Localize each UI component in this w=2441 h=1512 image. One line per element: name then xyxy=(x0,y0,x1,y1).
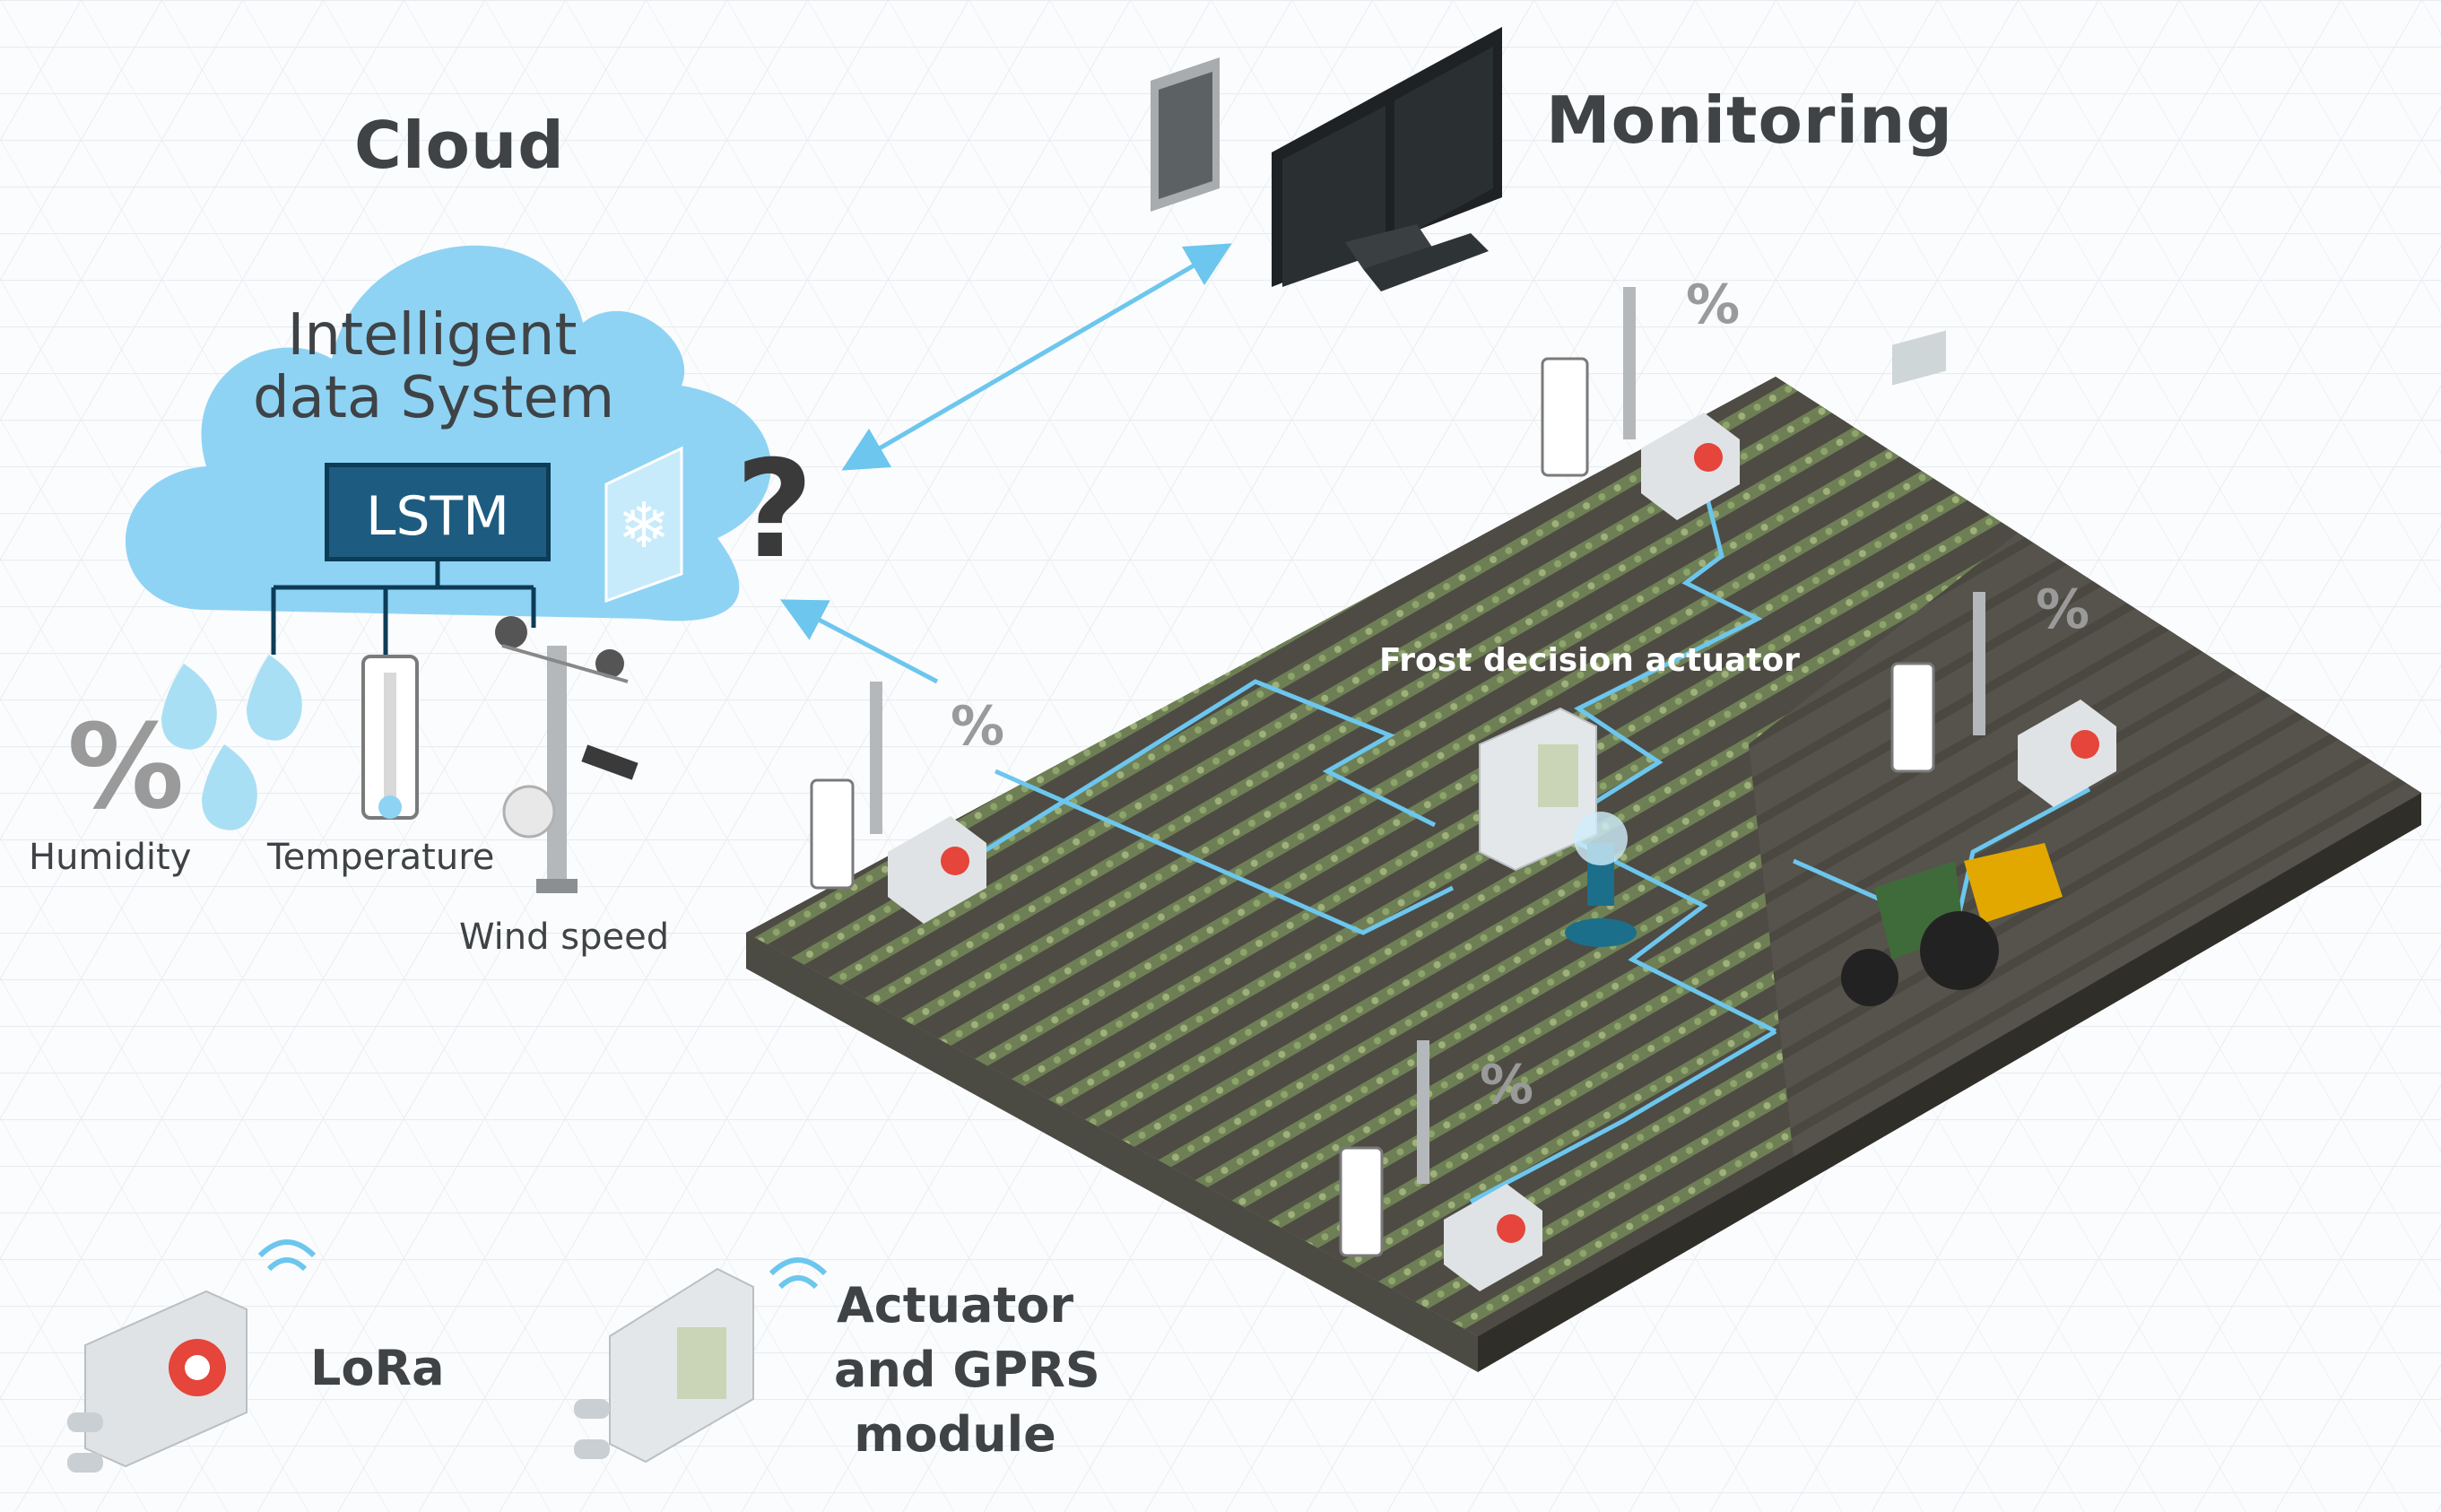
sensor-node-bottom: % xyxy=(1339,1040,1542,1291)
lora-label: LoRa xyxy=(310,1340,445,1396)
frost-question-icon: ❄ ? xyxy=(604,432,813,604)
humidity-label: Humidity xyxy=(29,837,192,878)
svg-text:%: % xyxy=(1686,274,1740,336)
svg-text:%: % xyxy=(1480,1054,1533,1117)
wind-speed-label: Wind speed xyxy=(459,917,670,958)
actuator-label-line1: Actuator xyxy=(836,1277,1074,1334)
lora-device-icon xyxy=(67,1239,317,1473)
lstm-connector-lines xyxy=(271,561,536,655)
cloud-title: Cloud xyxy=(354,108,565,183)
temperature-label: Temperature xyxy=(267,837,495,878)
actuator-label-line3: module xyxy=(854,1406,1056,1463)
sensor-node-top: % xyxy=(1541,274,1740,520)
sensor-node-right: % xyxy=(1890,578,2116,807)
field-network-links xyxy=(967,483,2091,1204)
actuator-label-line2: and GPRS xyxy=(834,1342,1100,1398)
cloud-monitoring-link xyxy=(779,243,1232,684)
actuator-gprs-device-icon xyxy=(574,1257,828,1464)
svg-text:❄: ❄ xyxy=(618,489,671,562)
svg-text:%: % xyxy=(2036,578,2089,641)
monitoring-title: Monitoring xyxy=(1546,83,1953,158)
frost-decision-actuator-device xyxy=(1479,707,1637,947)
monitoring-devices xyxy=(1151,27,1502,291)
sensor-node-left: % xyxy=(810,682,1004,924)
cloud-system-title-line1: Intelligent xyxy=(287,302,578,369)
question-mark-glyph: ? xyxy=(735,432,813,588)
weather-station-icon xyxy=(495,616,638,893)
lstm-box: LSTM xyxy=(325,463,551,561)
cloud-system-title-line2: data System xyxy=(253,365,615,431)
svg-text:%: % xyxy=(67,699,184,835)
frost-decision-label: Frost decision actuator xyxy=(1379,642,1800,679)
tractor-icon xyxy=(1841,330,2063,1006)
humidity-icon: % xyxy=(67,655,302,835)
svg-text:%: % xyxy=(951,695,1004,758)
thermometer-icon xyxy=(361,655,419,820)
